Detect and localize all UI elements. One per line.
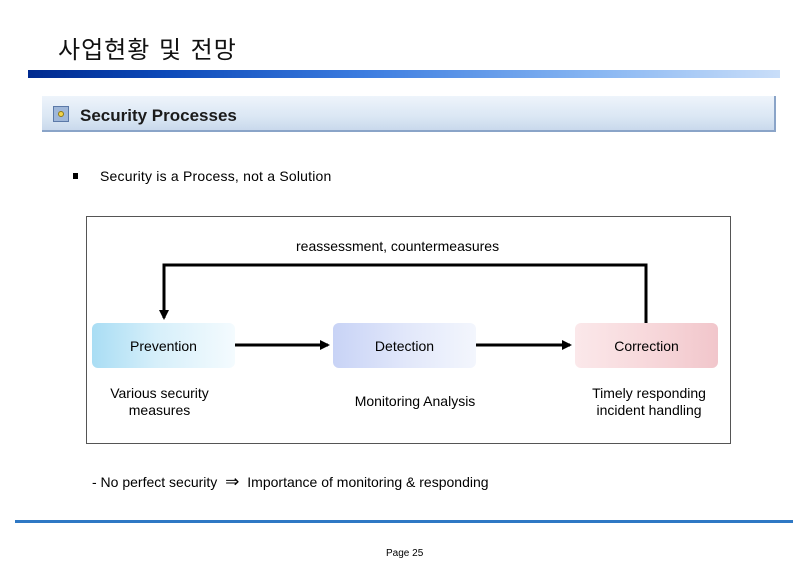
implies-arrow-icon: ⇒ xyxy=(225,472,240,491)
stage-detection-label: Detection xyxy=(374,337,435,354)
stage-detection-description: Monitoring Analysis xyxy=(354,393,476,409)
footer-note: - No perfect security ⇒ Importance of mo… xyxy=(92,472,489,492)
slide-title: 사업현황 및 전망 xyxy=(58,36,237,64)
feedback-loop-arrow xyxy=(159,263,648,323)
section-header-bar xyxy=(42,96,776,132)
title-underline-bar xyxy=(28,70,780,78)
stage-prevention: Prevention xyxy=(92,323,235,368)
loop-label: reassessment, countermeasures xyxy=(296,238,500,254)
stage-correction-label: Correction xyxy=(614,337,679,354)
section-bullet-icon xyxy=(53,106,69,122)
section-title: Security Processes xyxy=(80,106,237,125)
stage-correction-description: Timely responding incident handling xyxy=(592,385,706,418)
stage-correction: Correction xyxy=(575,323,718,368)
bullet-text: Security is a Process, not a Solution xyxy=(100,168,332,184)
footer-note-suffix: Importance of monitoring & responding xyxy=(247,474,489,490)
stage-detection: Detection xyxy=(333,323,476,368)
page-number: Page 25 xyxy=(386,548,424,559)
stage-prevention-description: Various security measures xyxy=(110,385,209,418)
square-bullet-icon xyxy=(73,173,78,179)
footer-divider xyxy=(15,520,793,523)
footer-note-prefix: - No perfect security xyxy=(92,474,218,490)
stage-prevention-label: Prevention xyxy=(130,337,197,354)
